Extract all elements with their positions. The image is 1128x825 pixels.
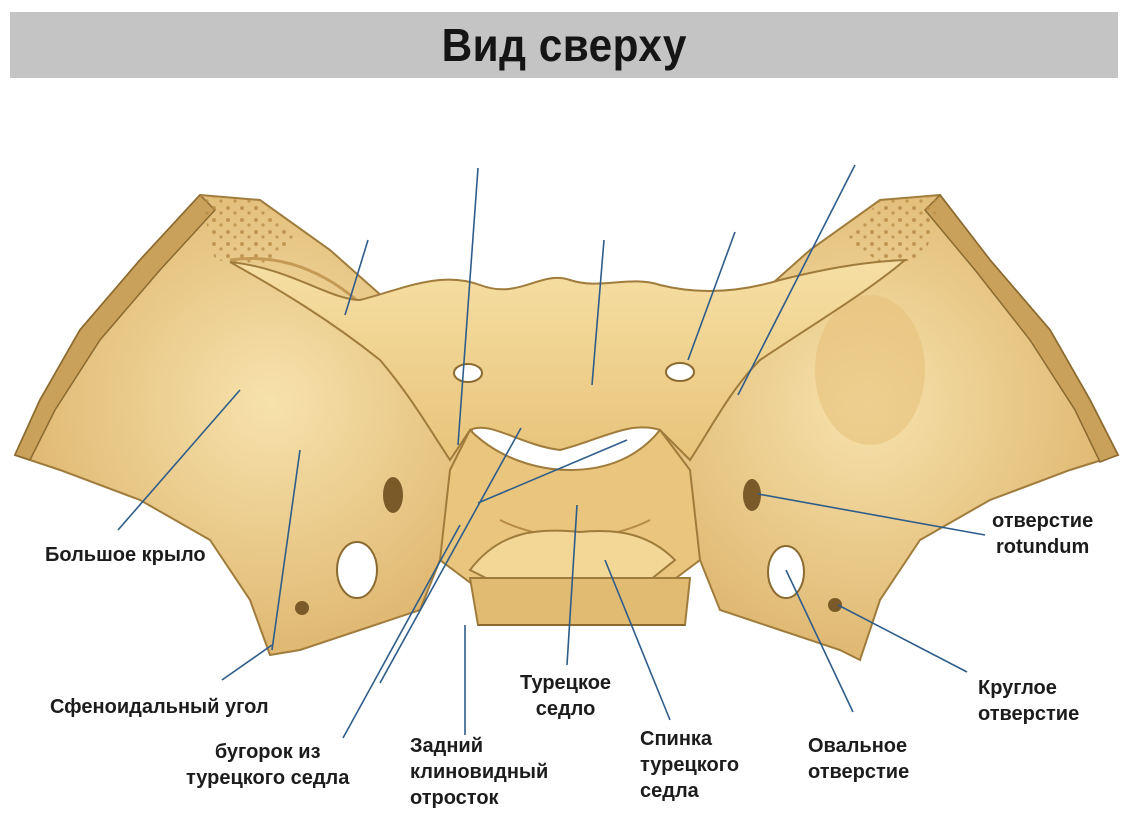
label-foramen-rotundum: отверстие rotundum — [992, 508, 1093, 560]
label-foramen-ovale: Овальное отверстие — [808, 733, 909, 785]
label-sella-turcica: Турецкое седло — [520, 670, 611, 722]
label-posterior-clinoid: Задний клиновидный отросток — [410, 733, 548, 811]
label-dorsum-sellae: Спинка турецкого седла — [640, 726, 739, 804]
label-greater-wing: Большое крыло — [45, 542, 206, 568]
label-foramen-round: Круглое отверстие — [978, 675, 1079, 727]
left-optic-foramen — [454, 364, 482, 382]
label-tuberculum-sellae: бугорок из турецкого седла — [186, 739, 349, 791]
label-sphenoidal-angle: Сфеноидальный угол — [50, 694, 269, 720]
right-optic-foramen — [666, 363, 694, 381]
